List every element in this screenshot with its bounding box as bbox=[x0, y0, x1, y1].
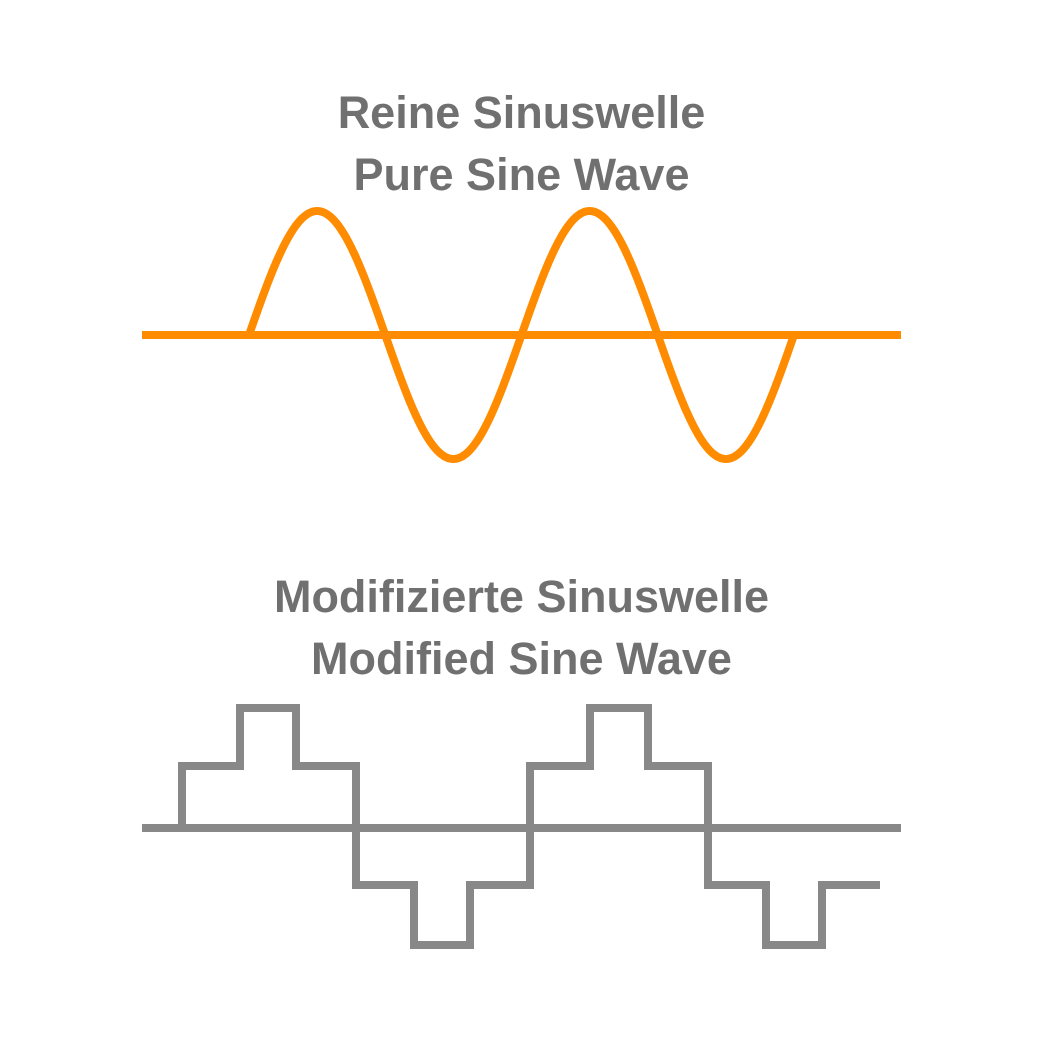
pure-sine-wave-heading: Reine Sinuswelle Pure Sine Wave bbox=[0, 82, 1043, 206]
modified-sine-wave-heading: Modifizierte Sinuswelle Modified Sine Wa… bbox=[0, 566, 1043, 690]
pure-sine-title-en: Pure Sine Wave bbox=[353, 149, 690, 200]
pure-sine-title-de: Reine Sinuswelle bbox=[337, 87, 706, 138]
modified-sine-title-de: Modifizierte Sinuswelle bbox=[273, 571, 770, 622]
pure-sine-waveform bbox=[245, 207, 798, 463]
modified-sine-title-en: Modified Sine Wave bbox=[311, 633, 732, 684]
modified-sine-waveform bbox=[178, 704, 880, 949]
